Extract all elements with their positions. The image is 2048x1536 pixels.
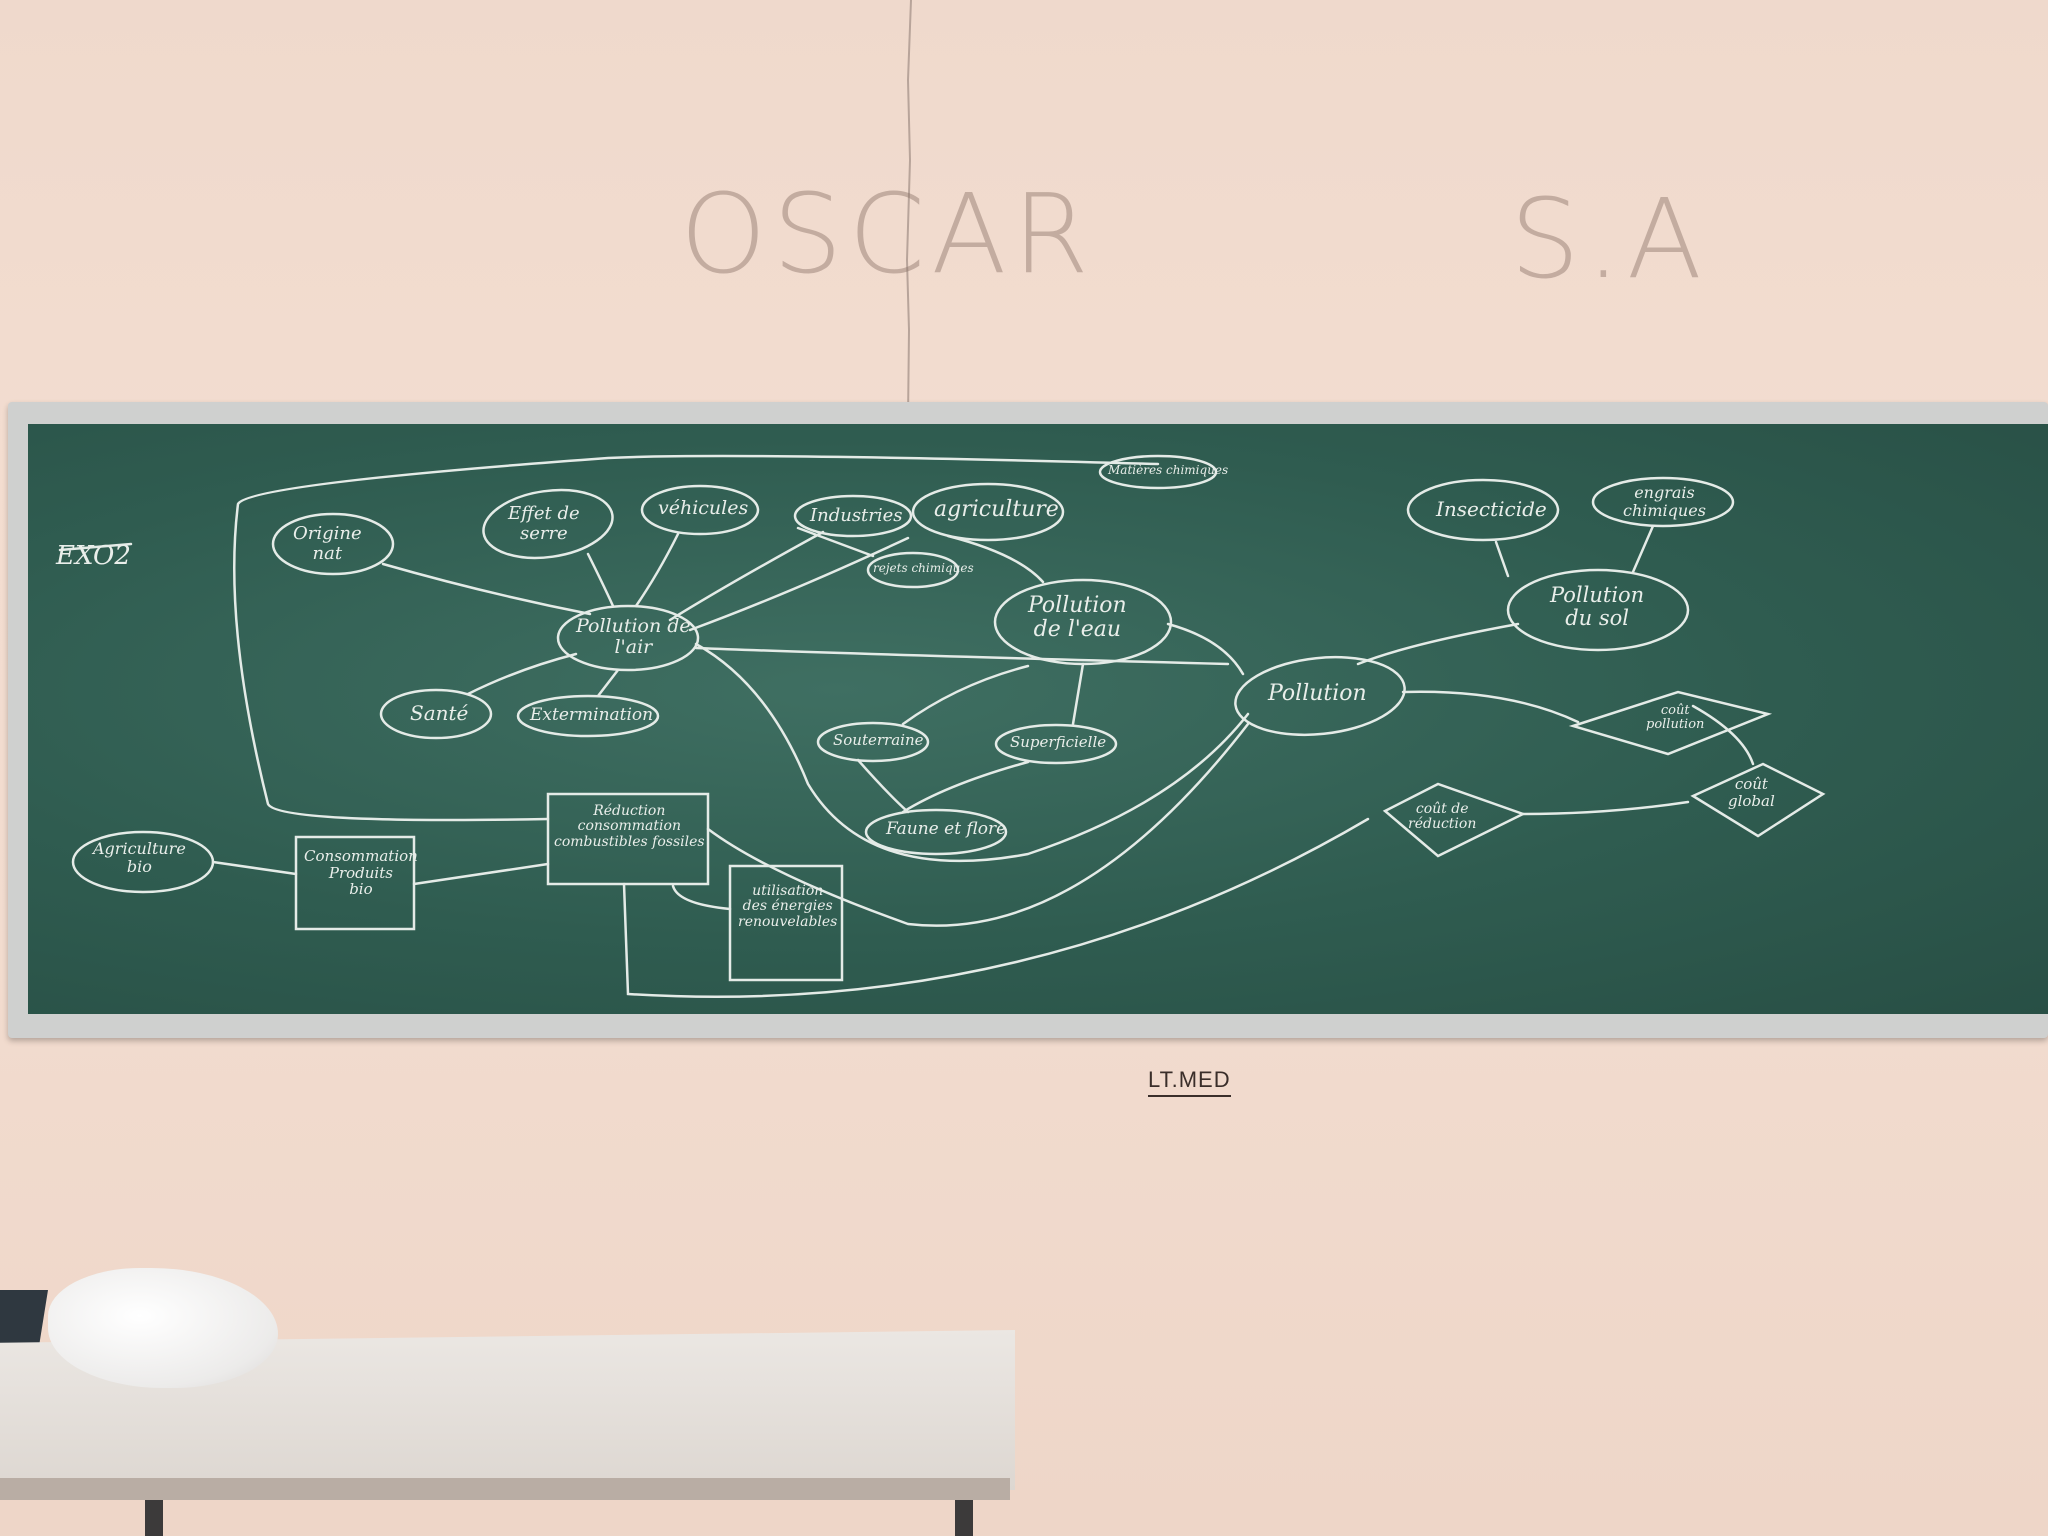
node-extermination: Extermination bbox=[530, 705, 654, 725]
node-shape-energies bbox=[728, 864, 844, 982]
node-shape-agriculture bbox=[911, 482, 1065, 542]
node-shape-insecticide bbox=[1406, 478, 1560, 542]
node-shape-faune bbox=[864, 808, 1008, 856]
node-utilisation-energies: utilisation des énergies renouvelables bbox=[738, 883, 838, 930]
node-pollution-sol: Pollution du sol bbox=[1550, 583, 1645, 631]
node-agriculture: agriculture bbox=[934, 497, 1059, 522]
node-shape-superficielle bbox=[994, 723, 1118, 765]
node-engrais-chimiques: engrais chimiques bbox=[1623, 483, 1706, 520]
node-shape-rejets bbox=[866, 551, 960, 589]
node-reduction-combustibles: Réduction consommation combustibles foss… bbox=[554, 803, 705, 850]
node-souterraine: Souterraine bbox=[833, 731, 924, 749]
table-leg-right bbox=[955, 1500, 973, 1536]
node-rejets-chimiques: rejets chimiques bbox=[873, 561, 974, 575]
node-shape-industries bbox=[793, 494, 913, 538]
node-faune-flore: Faune et flore bbox=[886, 819, 1007, 839]
plastic-bag bbox=[48, 1268, 278, 1388]
node-shape-origine bbox=[271, 512, 395, 576]
node-vehicules: véhicules bbox=[658, 497, 749, 519]
node-shape-sante bbox=[379, 688, 493, 740]
node-shape-souterraine bbox=[816, 721, 930, 763]
node-shape-extermination bbox=[516, 694, 660, 738]
node-industries: Industries bbox=[810, 505, 903, 526]
node-shape-vehicules bbox=[640, 484, 760, 536]
node-pollution-eau: Pollution de l'eau bbox=[1028, 593, 1127, 643]
wall-crack bbox=[905, 0, 912, 420]
node-cout-pollution: coût pollution bbox=[1646, 703, 1705, 733]
node-insecticide: Insecticide bbox=[1436, 497, 1547, 521]
node-origine-nat: Origine nat bbox=[293, 523, 362, 564]
node-shape-cout-global bbox=[1690, 762, 1826, 838]
node-shape-reduction bbox=[546, 792, 710, 886]
table-edge bbox=[0, 1478, 1010, 1500]
node-cout-global: coût global bbox=[1728, 775, 1775, 810]
chalkboard: EXO2 Origine nat Effet de serre véhicule… bbox=[28, 424, 2048, 1014]
node-shape-matieres bbox=[1098, 454, 1218, 490]
node-shape-pollution-air bbox=[556, 604, 700, 672]
node-shape-cout-pollution bbox=[1568, 690, 1773, 756]
node-sante: Santé bbox=[410, 701, 469, 725]
node-matieres-chimiques: Matières chimiques bbox=[1108, 463, 1229, 477]
exercise-label: EXO2 bbox=[56, 541, 131, 571]
node-shape-pollution bbox=[1234, 655, 1406, 737]
node-cout-reduction: coût de réduction bbox=[1408, 801, 1477, 833]
node-agriculture-bio: Agriculture bio bbox=[93, 839, 186, 876]
node-effet-serre: Effet de serre bbox=[508, 503, 580, 544]
node-superficielle: Superficielle bbox=[1010, 733, 1107, 751]
node-shape-effet-serre bbox=[482, 488, 614, 560]
node-pollution-air: Pollution de l'air bbox=[576, 615, 691, 658]
node-shape-engrais bbox=[1591, 476, 1735, 528]
node-shape-pollution-sol bbox=[1506, 568, 1690, 652]
wall-label-lt-med: LT.MED bbox=[1148, 1067, 1231, 1097]
wall-graffiti-oscar: OSCAR bbox=[680, 170, 1095, 298]
node-pollution: Pollution bbox=[1268, 681, 1367, 706]
concept-map-lines bbox=[58, 454, 1826, 999]
wall-graffiti-sa: S.A bbox=[1510, 175, 1709, 303]
node-consommation-bio: Consommation Produits bio bbox=[304, 847, 418, 898]
table-leg-left bbox=[145, 1500, 163, 1536]
